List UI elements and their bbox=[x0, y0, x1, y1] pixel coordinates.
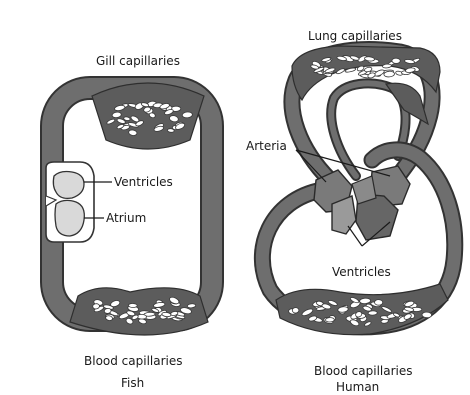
fish-heart bbox=[46, 162, 94, 242]
capillary-mesh-hole bbox=[367, 72, 376, 79]
capillary-mesh-hole bbox=[392, 58, 401, 63]
capillary-mesh-hole bbox=[422, 312, 432, 318]
fish-blood-capillaries-label: Blood capillaries bbox=[84, 354, 183, 368]
capillary-mesh-hole bbox=[368, 311, 377, 316]
capillary-mesh-hole bbox=[92, 303, 99, 309]
human-circulation: Lung capillaries Arteria Ventricles Bloo… bbox=[246, 29, 455, 394]
lung-capillaries-label: Lung capillaries bbox=[308, 29, 402, 43]
human-caption: Human bbox=[336, 380, 379, 394]
capillary-mesh-hole bbox=[325, 317, 334, 322]
fish-caption: Fish bbox=[121, 376, 144, 390]
capillary-mesh-hole bbox=[187, 303, 196, 308]
fish-atrium-chamber bbox=[55, 200, 84, 236]
fish-circulation: Gill capillaries Ventricles Atrium Blood… bbox=[46, 54, 212, 390]
capillary-mesh-hole bbox=[104, 308, 111, 314]
fish-ventricles-label: Ventricles bbox=[114, 175, 173, 189]
fish-ventricle-chamber bbox=[53, 172, 84, 199]
fish-blood-capillary-bed bbox=[70, 288, 208, 335]
capillary-mesh-hole bbox=[167, 128, 174, 132]
capillary-mesh-hole bbox=[182, 112, 193, 119]
human-heart bbox=[314, 166, 410, 240]
gill-capillaries-label: Gill capillaries bbox=[96, 54, 180, 68]
fish-atrium-label: Atrium bbox=[106, 211, 146, 225]
arteria-label: Arteria bbox=[246, 139, 287, 153]
capillary-mesh-hole bbox=[359, 298, 370, 304]
capillary-mesh-hole bbox=[292, 307, 299, 313]
capillary-mesh-hole bbox=[374, 300, 382, 306]
human-ventricles-label: Ventricles bbox=[332, 265, 391, 279]
human-blood-capillaries-label: Blood capillaries bbox=[314, 364, 413, 378]
capillary-mesh-hole bbox=[384, 71, 395, 77]
gill-capillary-bed bbox=[92, 83, 204, 149]
capillary-mesh-hole bbox=[128, 303, 137, 307]
human-blood-capillary-bed bbox=[276, 284, 448, 335]
